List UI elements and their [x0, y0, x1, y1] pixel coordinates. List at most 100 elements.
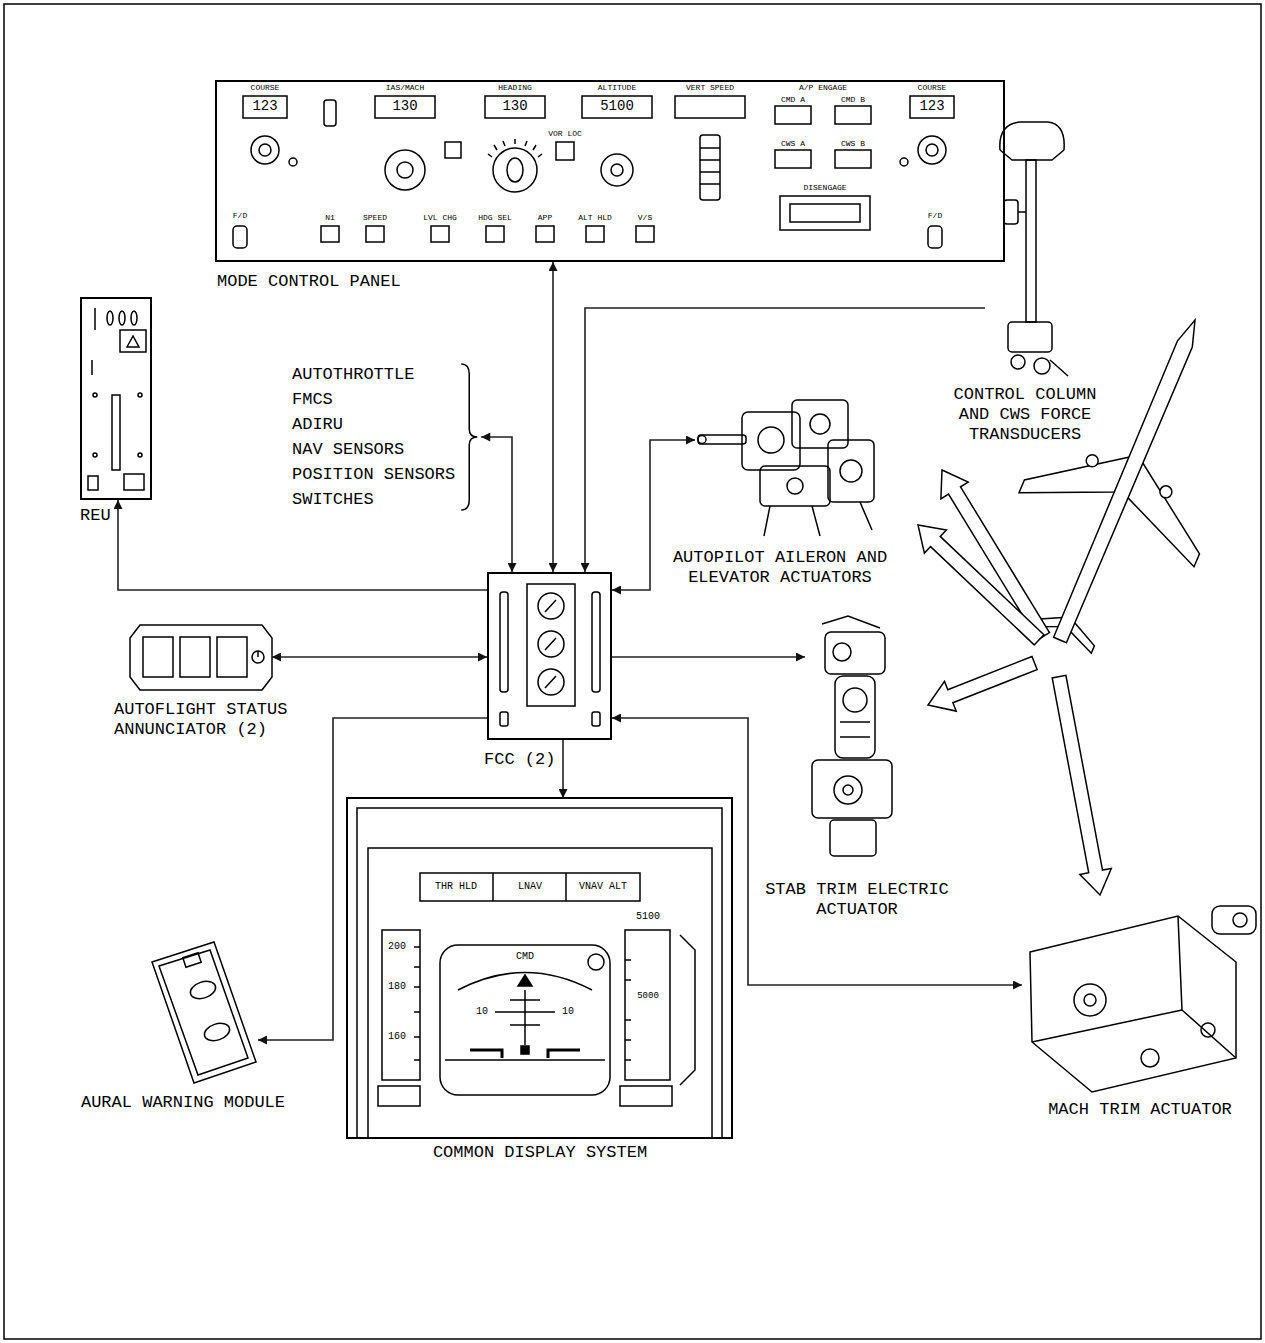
display-figure: [347, 798, 732, 1138]
component-box: MACH TRIM ACTUATOR: [1022, 905, 1258, 1095]
mcp-controls: [780, 196, 870, 230]
mcp-controls: [790, 204, 860, 222]
mcp-controls: [700, 148, 720, 184]
display-readout: VNAV ALT: [579, 882, 627, 892]
mcp-controls: [251, 136, 279, 164]
actuator-figure: [698, 400, 874, 536]
annunciator-figure: [143, 637, 173, 677]
component-box: AURAL WARNING MODULE: [148, 940, 258, 1085]
display-figure: [620, 1086, 672, 1106]
display-figure: [378, 1086, 420, 1106]
panel-marking: N1: [325, 214, 335, 222]
input-list: AUTOTHROTTLEFMCSADIRUNAV SENSORSPOSITION…: [290, 362, 481, 512]
annunciator-figure: [252, 651, 264, 663]
reu-unit-detail: [119, 311, 125, 325]
annunciator-figure: [130, 625, 272, 690]
mach-trim-figure: [1074, 984, 1106, 1016]
stab-trim-figure: [812, 760, 892, 818]
motion-arrow: [918, 525, 1044, 645]
component-label: MACH TRIM ACTUATOR: [1040, 1100, 1240, 1120]
display-readout: 10: [476, 1007, 488, 1017]
panel-marking: CMD B: [841, 96, 865, 104]
panel-marking: ALTITUDE: [598, 84, 636, 92]
component-box: STAB TRIM ELECTRIC ACTUATOR: [805, 615, 900, 860]
panel-marking: V/S: [638, 214, 652, 222]
panel-marking: VERT SPEED: [686, 84, 734, 92]
display-figure: [368, 848, 712, 1138]
signal-connector: [612, 656, 805, 658]
mach-trim-figure: [1030, 906, 1256, 1092]
panel-marking: 123: [919, 99, 944, 113]
annunciator-figure: [257, 651, 259, 657]
actuator-figure: [810, 414, 830, 434]
display-readout: 160: [388, 1032, 406, 1042]
airplane-figure: [1086, 455, 1098, 467]
list-item: POSITION SENSORS: [292, 462, 455, 487]
display-figure: [588, 954, 604, 970]
mcp-controls: [445, 142, 461, 158]
mcp-controls: [321, 226, 339, 242]
panel-marking: A/P ENGAGE: [799, 84, 847, 92]
mcp-controls: [233, 96, 954, 248]
mach-trim-figure: [1084, 994, 1096, 1006]
reu-unit-detail: [88, 476, 98, 490]
reu-unit-detail: [124, 474, 144, 490]
component-box: REU: [80, 297, 152, 500]
actuator-figure: [828, 440, 874, 502]
stab-trim-figure: [834, 776, 862, 804]
panel-marking: 130: [502, 99, 527, 113]
list-item: ADIRU: [292, 412, 455, 437]
reu-unit-detail: [91, 360, 93, 375]
mcp-controls: [926, 144, 938, 156]
airplane-figure: [1160, 486, 1172, 498]
mcp-controls: [835, 150, 871, 168]
mcp-controls: [507, 158, 523, 182]
mcp-controls: [431, 226, 449, 242]
motion-arrow: [1052, 675, 1111, 895]
mach-trim-figure: [1212, 906, 1256, 934]
component-label: AURAL WARNING MODULE: [78, 1093, 288, 1113]
mach-trim-figure: [1032, 916, 1236, 1058]
stab-trim-figure: [843, 688, 867, 712]
list-item: FMCS: [292, 387, 455, 412]
mcp-controls: [775, 106, 811, 124]
component-box: COMMON DISPLAY SYSTEM: [347, 798, 732, 1138]
illustration-layer: [4, 4, 1261, 1339]
stab-trim-figure: [825, 632, 885, 674]
list-item: NAV SENSORS: [292, 437, 455, 462]
control-column-figure: [1018, 211, 1026, 213]
component-label: MODE CONTROL PANEL: [217, 272, 457, 292]
display-figure: [440, 945, 610, 1095]
stab-trim-figure: [843, 785, 853, 795]
stab-trim-figure: [835, 676, 875, 758]
reu-unit-detail: [138, 453, 142, 457]
actuator-figure: [787, 478, 803, 494]
mach-trim-figure: [1141, 1049, 1159, 1067]
list-item: SWITCHES: [292, 487, 455, 512]
control-column-figure: [1008, 322, 1052, 352]
component-label: FCC (2): [484, 750, 560, 770]
mcp-controls: [486, 226, 504, 242]
signal-connector: [258, 718, 487, 1040]
panel-marking: F/D: [928, 212, 942, 220]
display-readout: LNAV: [518, 882, 542, 892]
fcc-unit-detail: [500, 592, 508, 692]
mach-trim-figure: [1201, 1023, 1215, 1037]
list-item: AUTOTHROTTLE: [292, 362, 455, 387]
panel-marking: CWS A: [781, 140, 805, 148]
stab-trim-figure: [822, 616, 880, 628]
signal-connector: [481, 437, 512, 572]
signal-connector: [612, 440, 695, 590]
panel-marking: F/D: [233, 212, 247, 220]
panel-marking: 123: [252, 99, 277, 113]
display-readout: 200: [388, 942, 406, 952]
mcp-controls: [289, 158, 297, 166]
display-readout: 5100: [636, 912, 660, 922]
stab-trim-figure: [812, 616, 892, 856]
mcp-controls: [700, 135, 720, 200]
panel-marking: VOR LOC: [548, 130, 582, 138]
